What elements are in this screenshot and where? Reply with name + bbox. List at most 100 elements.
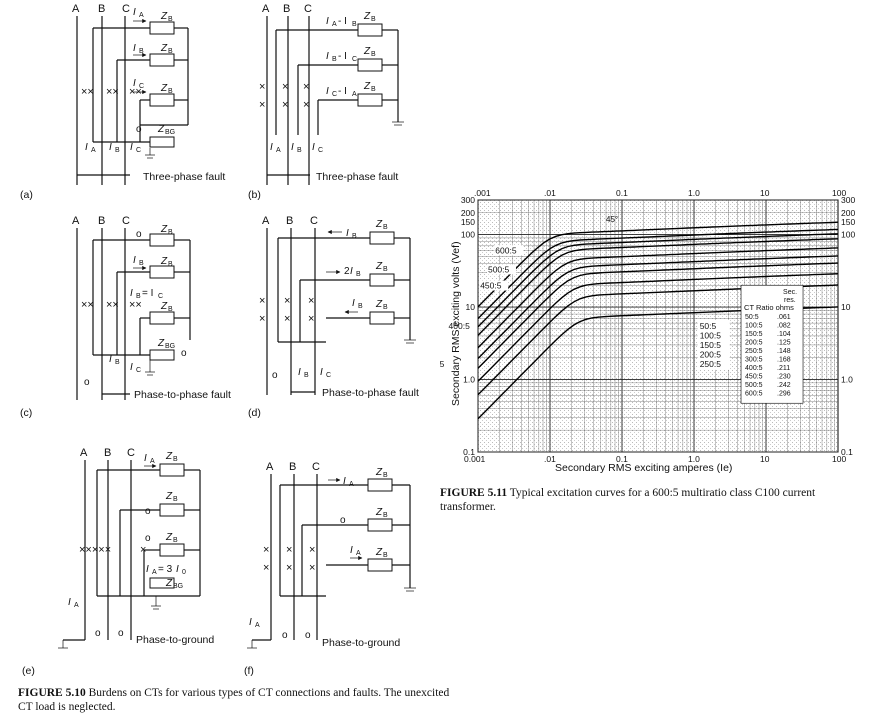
svg-text:Z: Z <box>157 338 165 349</box>
curve-label-bg <box>447 320 477 331</box>
ratio-table-header: CT Ratio ohms <box>744 303 794 312</box>
svg-text:B: B <box>168 48 173 55</box>
svg-text:×: × <box>263 544 269 556</box>
curve-label: 400:5 <box>449 321 471 331</box>
svg-text:I: I <box>130 362 133 373</box>
svg-text:o: o <box>340 515 346 526</box>
phase-c-label: C <box>122 3 130 15</box>
ratio-table-header: Sec. <box>783 289 797 296</box>
svg-text:0: 0 <box>182 569 186 576</box>
svg-text:B: B <box>383 266 388 273</box>
svg-text:×: × <box>303 81 309 93</box>
svg-text:Z: Z <box>363 81 371 92</box>
svg-text:×: × <box>259 313 265 325</box>
svg-text:C: C <box>139 83 144 90</box>
y-axis-title: Secondary RMS exciting volts (Vef) <box>450 241 462 406</box>
svg-text:B: B <box>371 86 376 93</box>
y-tick-right: 1.0 <box>841 375 853 385</box>
svg-text:- I: - I <box>338 16 347 27</box>
svg-text:Z: Z <box>165 491 173 502</box>
svg-text:Z: Z <box>375 467 383 478</box>
y-tick-right: 150 <box>841 217 855 227</box>
svg-text:×: × <box>140 544 146 556</box>
svg-text:I: I <box>312 142 315 153</box>
y-tick-left: 150 <box>461 217 475 227</box>
svg-text:×: × <box>303 99 309 111</box>
curve-150-5 <box>477 273 839 382</box>
svg-text:B: B <box>168 306 173 313</box>
svg-text:Z: Z <box>375 261 383 272</box>
ratio-table-box <box>740 284 804 404</box>
svg-text:Z: Z <box>375 547 383 558</box>
curve-250-5 <box>477 255 839 359</box>
group-label-item: 100:5 <box>700 330 722 340</box>
group-label-item: 150:5 <box>700 340 722 350</box>
curve-600-5 <box>477 221 839 308</box>
svg-text:B: B <box>383 304 388 311</box>
panel-e-label: (e) <box>22 665 35 677</box>
ratio-table-ohms: .148 <box>777 348 791 355</box>
svg-text:B: B <box>371 16 376 23</box>
svg-text:2: 2 <box>344 266 350 277</box>
curve-label-bg <box>494 245 524 256</box>
group-label-bg <box>697 319 730 370</box>
x-tick-top: 1.0 <box>688 188 700 198</box>
svg-text:Z: Z <box>375 299 383 310</box>
svg-text:××: ×× <box>81 86 94 98</box>
svg-text:B: B <box>115 147 120 154</box>
svg-text:o: o <box>136 124 142 135</box>
svg-text:×: × <box>286 562 292 574</box>
x-axis-title: Secondary RMS exciting amperes (Ie) <box>555 462 732 474</box>
svg-text:C: C <box>122 215 130 227</box>
svg-text:×: × <box>259 81 265 93</box>
svg-text:B: B <box>139 260 144 267</box>
svg-text:B: B <box>173 537 178 544</box>
svg-text:Z: Z <box>160 43 168 54</box>
ratio-table-ohms: .061 <box>777 314 791 321</box>
svg-text:I: I <box>326 86 329 97</box>
svg-text:= 3: = 3 <box>158 564 173 575</box>
svg-text:I: I <box>109 142 112 153</box>
svg-text:o: o <box>282 630 288 641</box>
svg-text:- I: - I <box>338 51 347 62</box>
svg-text:××: ×× <box>106 299 119 311</box>
svg-text:A: A <box>74 602 79 609</box>
svg-text:B: B <box>371 51 376 58</box>
svg-text:×: × <box>308 295 314 307</box>
figure-510-number: FIGURE 5.10 <box>18 687 86 699</box>
panel-b-label: (b) <box>248 189 261 201</box>
svg-text:B: B <box>383 472 388 479</box>
svg-text:A: A <box>356 550 361 557</box>
x-tick-bottom: 10 <box>760 454 770 464</box>
svg-text:Z: Z <box>165 451 173 462</box>
panel-d-caption: Phase-to-phase fault <box>322 387 419 399</box>
svg-text:Z: Z <box>165 532 173 543</box>
svg-text:o: o <box>136 229 142 240</box>
ratio-table-ohms: .168 <box>777 357 791 364</box>
curve-label-bg <box>486 264 516 275</box>
curve-labels: 600:5500:5450:5400:5300:550:5100:5150:52… <box>440 215 804 404</box>
svg-text:B: B <box>383 552 388 559</box>
svg-text:I: I <box>270 142 273 153</box>
svg-text:B: B <box>286 215 293 227</box>
svg-text:B: B <box>173 496 178 503</box>
svg-text:I: I <box>326 16 329 27</box>
svg-text:C: C <box>158 293 163 300</box>
svg-text:I: I <box>130 288 133 299</box>
svg-text:o: o <box>84 377 90 388</box>
y-tick-right: 10 <box>841 302 851 312</box>
svg-text:Z: Z <box>363 11 371 22</box>
figure-511-text: Typical excitation curves for a 600:5 mu… <box>440 487 816 513</box>
ratio-table-ratio: 500:5 <box>745 382 763 389</box>
svg-text:Z: Z <box>375 507 383 518</box>
panel-c-label: (c) <box>20 407 32 419</box>
panel-a-label: (a) <box>20 189 33 201</box>
group-label-item: 200:5 <box>700 349 722 359</box>
curve-500-5 <box>477 228 839 320</box>
svg-text:C: C <box>332 91 337 98</box>
svg-text:I: I <box>298 367 301 378</box>
